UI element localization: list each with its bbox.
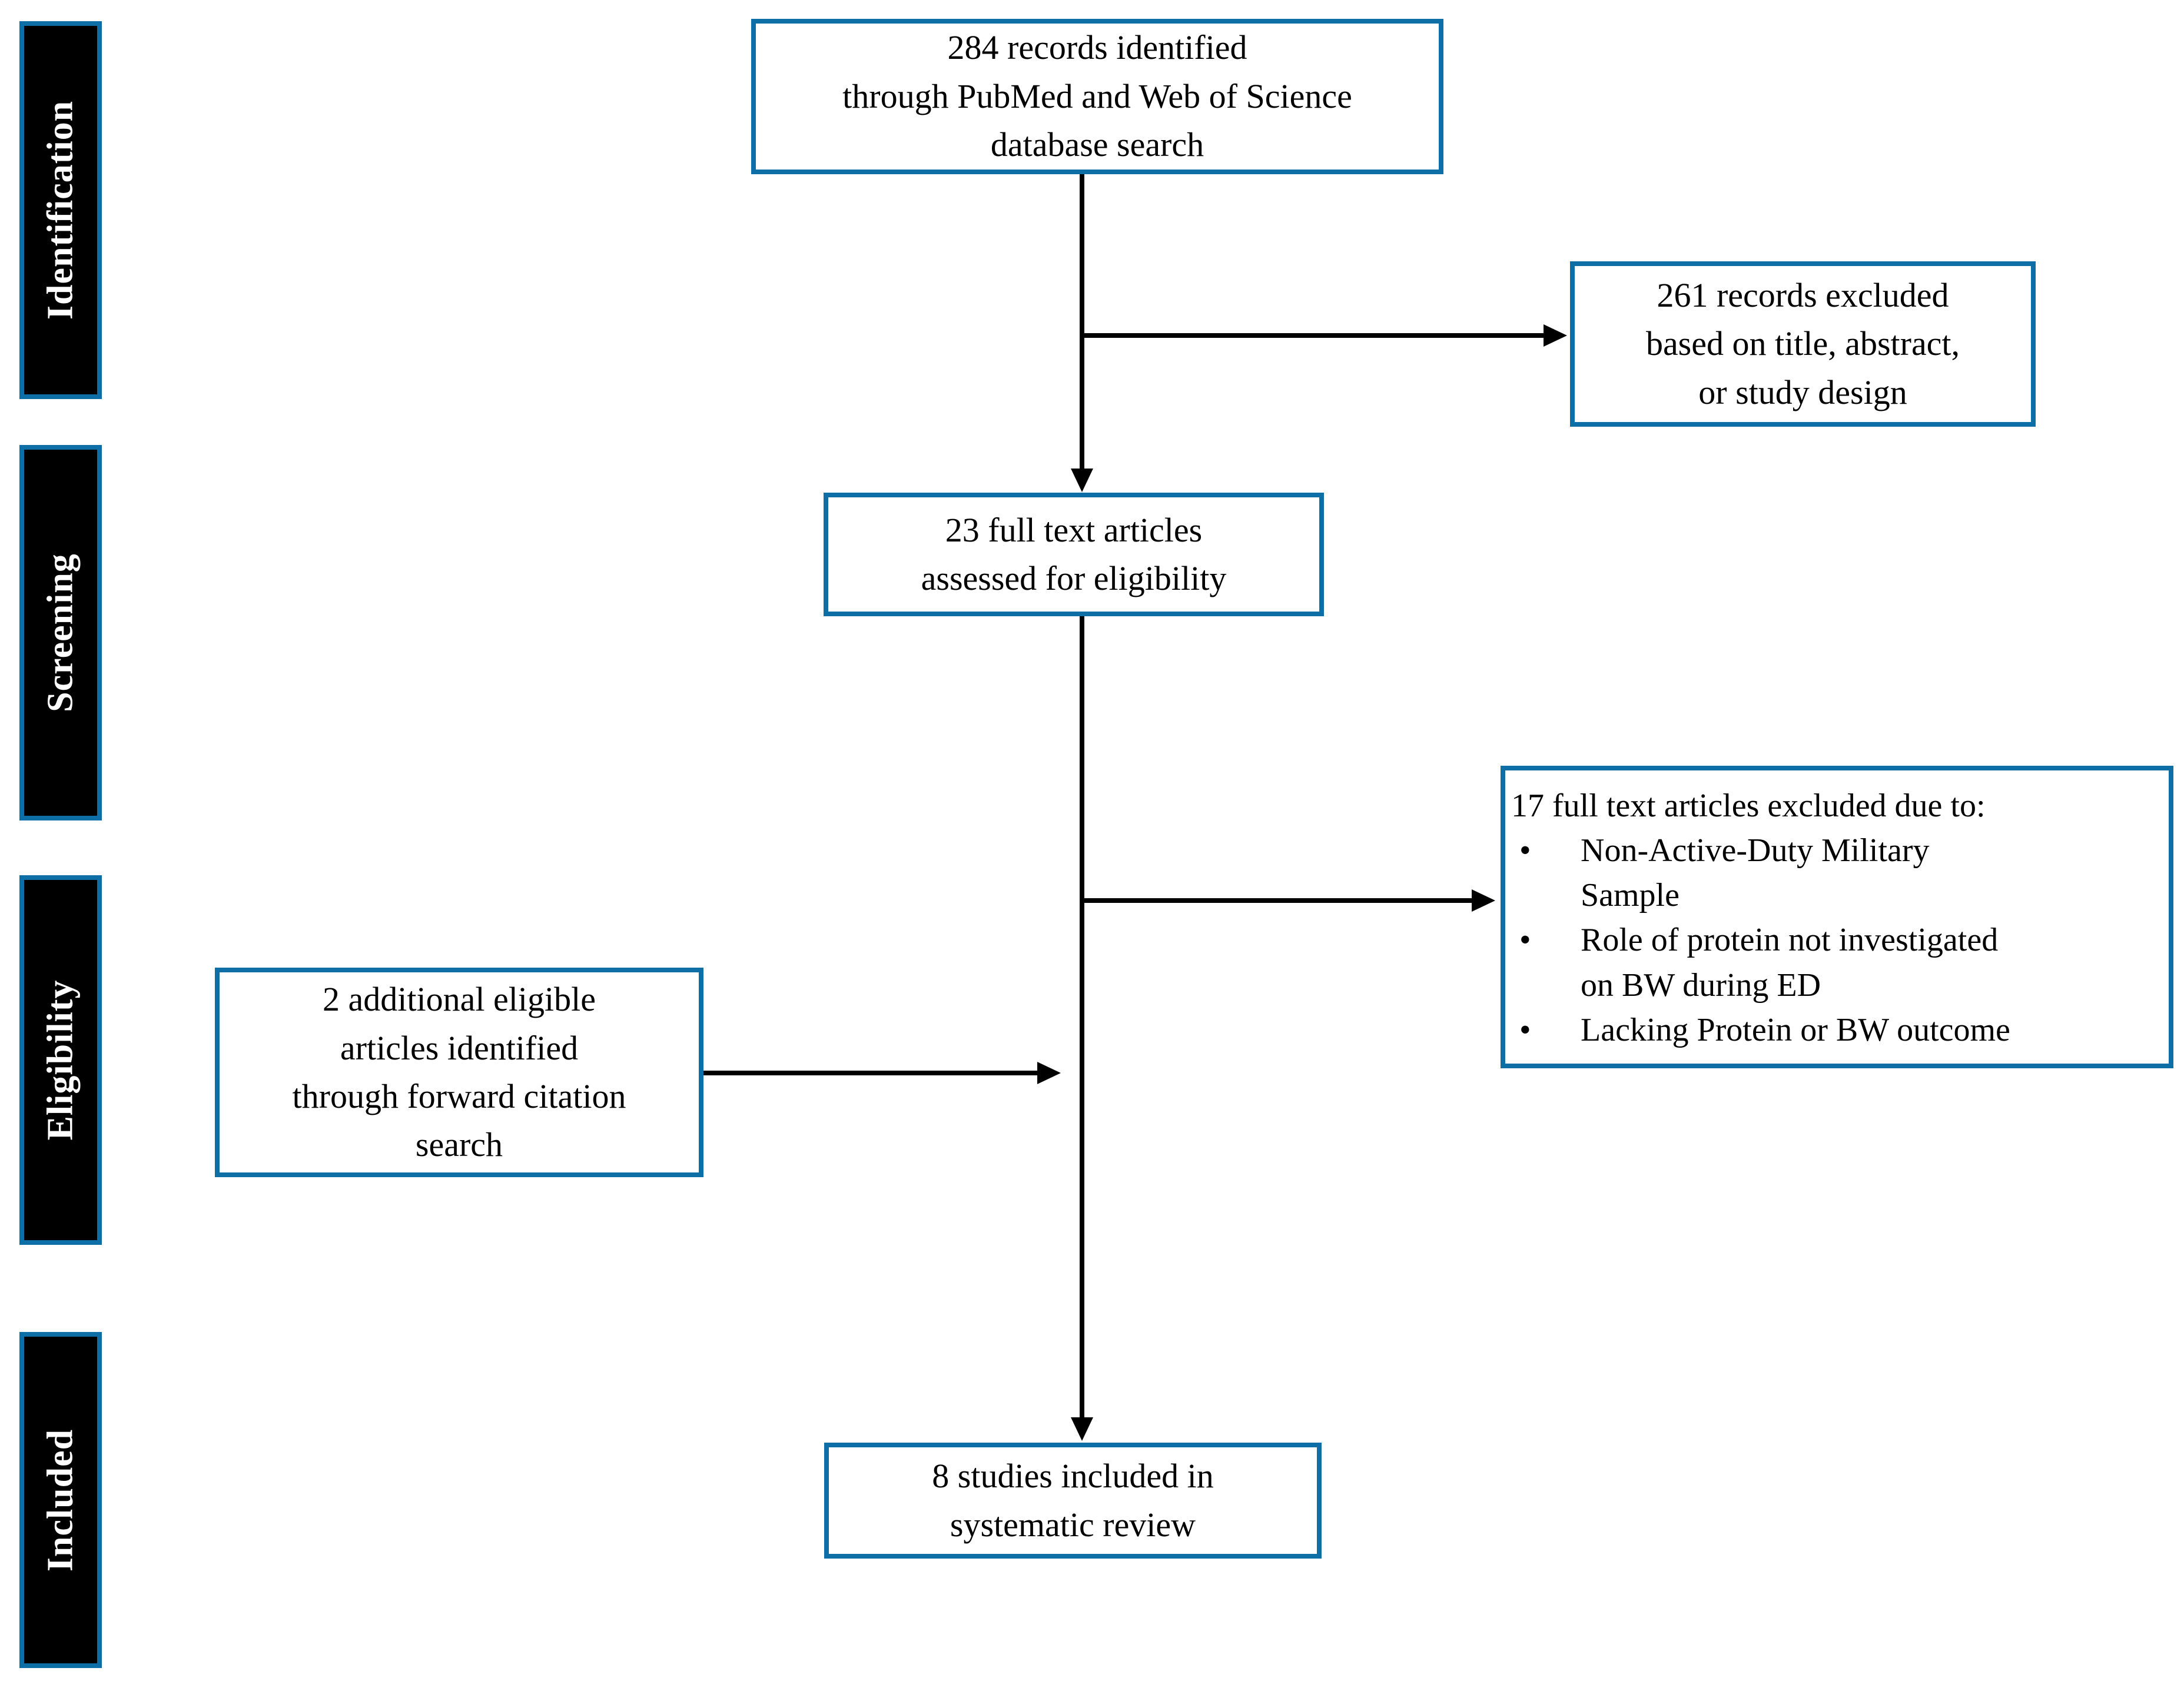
exclusion-reason-text: Lacking Protein or BW outcome	[1581, 1011, 2010, 1048]
box-records-excluded-text: 261 records excluded based on title, abs…	[1645, 275, 1960, 411]
stage-eligibility-label: Eligibility	[40, 979, 81, 1141]
stage-screening: Screening	[19, 445, 102, 820]
stage-screening-label: Screening	[40, 553, 81, 712]
fulltext-excluded-title: 17 full text articles excluded due to:	[1511, 788, 1986, 824]
exclusion-reason-text: Role of protein not investigated on BW d…	[1581, 922, 1999, 1004]
box-fulltext-assessed-text: 23 full text articles assessed for eligi…	[921, 510, 1227, 597]
bullet-icon: •	[1519, 1011, 1531, 1048]
bullet-icon: •	[1519, 922, 1531, 959]
box-fulltext-assessed: 23 full text articles assessed for eligi…	[824, 493, 1324, 616]
arrowhead-additional-to-main	[1037, 1062, 1061, 1084]
stage-eligibility: Eligibility	[19, 875, 102, 1245]
stage-identification: Identification	[19, 21, 102, 399]
box-fulltext-excluded: 17 full text articles excluded due to: •…	[1501, 766, 2173, 1068]
stage-identification-label: Identification	[40, 100, 81, 320]
bullet-icon: •	[1519, 832, 1531, 869]
box-records-identified: 284 records identified through PubMed an…	[751, 19, 1443, 174]
box-records-excluded: 261 records excluded based on title, abs…	[1570, 261, 2036, 427]
arrowhead-fulltext-to-included	[1071, 1417, 1093, 1441]
stage-included-label: Included	[40, 1428, 81, 1572]
box-studies-included: 8 studies included in systematic review	[824, 1443, 1322, 1559]
arrowhead-to-fulltext-excluded	[1472, 889, 1495, 912]
box-studies-included-text: 8 studies included in systematic review	[932, 1457, 1214, 1544]
box-records-identified-text: 284 records identified through PubMed an…	[842, 28, 1352, 164]
exclusion-reason-list: • Non-Active-Duty Military Sample • Role…	[1511, 828, 2160, 1052]
exclusion-reason-item: • Role of protein not investigated on BW…	[1511, 918, 2160, 1007]
box-additional-articles-text: 2 additional eligible articles identifie…	[292, 980, 626, 1164]
exclusion-reason-item: • Lacking Protein or BW outcome	[1511, 1008, 2160, 1052]
arrowhead-identified-to-fulltext	[1071, 469, 1093, 492]
box-additional-articles: 2 additional eligible articles identifie…	[215, 968, 703, 1177]
exclusion-reason-item: • Non-Active-Duty Military Sample	[1511, 828, 2160, 918]
exclusion-reason-text: Non-Active-Duty Military Sample	[1581, 832, 1930, 914]
stage-included: Included	[19, 1332, 102, 1668]
arrowhead-to-records-excluded	[1544, 324, 1567, 347]
